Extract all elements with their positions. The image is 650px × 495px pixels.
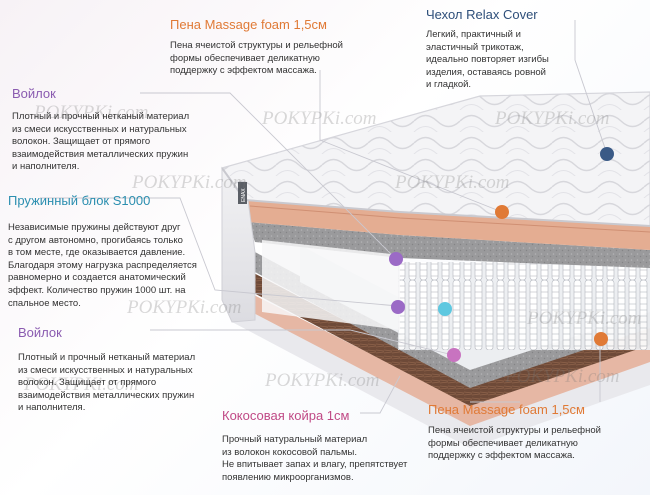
marker-dot-massage-bottom [594, 332, 608, 346]
felt-bottom-title: Войлок [18, 325, 62, 340]
felt-top-title: Войлок [12, 86, 56, 101]
brand-tag-text: ENAX [241, 188, 247, 202]
watermark: POKYPKi.com [395, 172, 510, 193]
marker-dot-cover [600, 147, 614, 161]
felt-bottom-layer [255, 252, 650, 388]
watermark: POKYPKi.com [495, 108, 610, 129]
massage-foam-top-title: Пена Massage foam 1,5см [170, 17, 327, 32]
watermark: POKYPKi.com [127, 297, 242, 318]
coconut-coir-title: Кокосовая койра 1см [222, 408, 350, 423]
spring-row-front [398, 262, 650, 350]
massage-foam-top-desc: Пена ячеистой структуры и рельефной форм… [170, 40, 343, 77]
watermark: POKYPKi.com [34, 102, 149, 123]
felt-top-desc: Плотный и прочный нетканый материал из с… [12, 111, 190, 173]
spring-block-title: Пружинный блок S1000 [8, 193, 151, 208]
marker-dot-springs [438, 302, 452, 316]
massage-foam-bottom-title: Пена Massage foam 1,5см [428, 402, 585, 417]
watermark: POKYPKi.com [527, 308, 642, 329]
watermark: POKYPKi.com [262, 108, 377, 129]
coconut-coir-desc: Прочный натуральный материал из волокон … [222, 434, 408, 483]
spring-block-desc: Независимые пружины действуют друг с дру… [8, 222, 197, 309]
cover-bottom-edge [232, 300, 650, 448]
massage-foam-bottom-layer [240, 288, 650, 426]
watermark: POKYPKi.com [132, 172, 247, 193]
brand-tag [238, 182, 247, 204]
felt-top-layer [248, 222, 650, 268]
marker-dot-coconut [447, 348, 461, 362]
massage-foam-bottom-desc: Пена ячеистой структуры и рельефной форм… [428, 425, 601, 462]
watermark: POKYPKi.com [265, 370, 380, 391]
cover-title: Чехол Relax Cover [426, 7, 538, 22]
marker-dot-felt-bottom [391, 300, 405, 314]
coconut-coir-layer [248, 270, 650, 406]
cover-desc: Легкий, практичный и эластичный трикотаж… [426, 29, 549, 91]
watermark: POKYPKi.com [24, 374, 139, 395]
white-side-foam [262, 240, 400, 330]
marker-dot-massage-top [495, 205, 509, 219]
felt-bottom-desc: Плотный и прочный нетканый материал из с… [18, 352, 196, 414]
massage-foam-top-layer [245, 200, 650, 250]
marker-dot-felt-top [389, 252, 403, 266]
watermark: POKYPKi.com [505, 366, 620, 387]
